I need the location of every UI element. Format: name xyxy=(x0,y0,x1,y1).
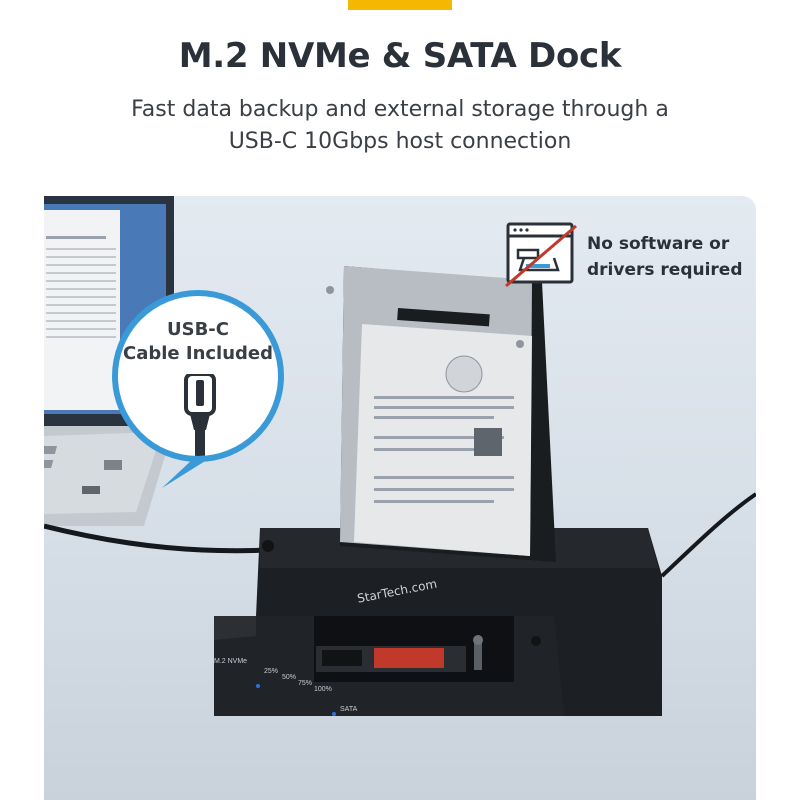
progress-25-label: 25% xyxy=(264,668,279,675)
accent-bar xyxy=(348,0,452,10)
progress-50-label: 50% xyxy=(282,674,297,681)
page-subtitle: Fast data backup and external storage th… xyxy=(0,94,800,158)
product-illustration xyxy=(44,196,756,716)
hard-drive xyxy=(326,266,556,562)
usb-c-connector-icon xyxy=(184,374,216,456)
usb-c-callout-bubble: USB-C Cable Included xyxy=(112,290,284,462)
usb-c-line-1: USB-C xyxy=(167,319,229,340)
page-title: M.2 NVMe & SATA Dock xyxy=(178,36,622,76)
subtitle-line-1: Fast data backup and external storage th… xyxy=(131,97,669,122)
progress-led-100 xyxy=(318,708,322,712)
progress-100-label: 100% xyxy=(314,686,332,693)
m2-slot-label: M.2 NVMe xyxy=(214,658,248,665)
no-software-callout: No software or drivers required xyxy=(587,231,743,283)
progress-led-75 xyxy=(302,702,306,706)
no-software-line-1: No software or xyxy=(587,234,730,254)
progress-75-label: 75% xyxy=(298,680,313,687)
subtitle-line-2: USB-C 10Gbps host connection xyxy=(228,129,572,154)
sata-label: SATA xyxy=(340,706,358,713)
progress-led-25 xyxy=(268,690,272,694)
no-software-line-2: drivers required xyxy=(587,260,743,280)
m2-activity-led xyxy=(256,684,260,688)
progress-led-50 xyxy=(286,696,290,700)
dock-body xyxy=(214,528,662,716)
usb-c-callout-text: USB-C Cable Included xyxy=(118,318,278,366)
usb-c-line-2: Cable Included xyxy=(122,343,274,364)
sata-activity-led xyxy=(332,712,336,716)
no-software-icon xyxy=(505,222,577,288)
